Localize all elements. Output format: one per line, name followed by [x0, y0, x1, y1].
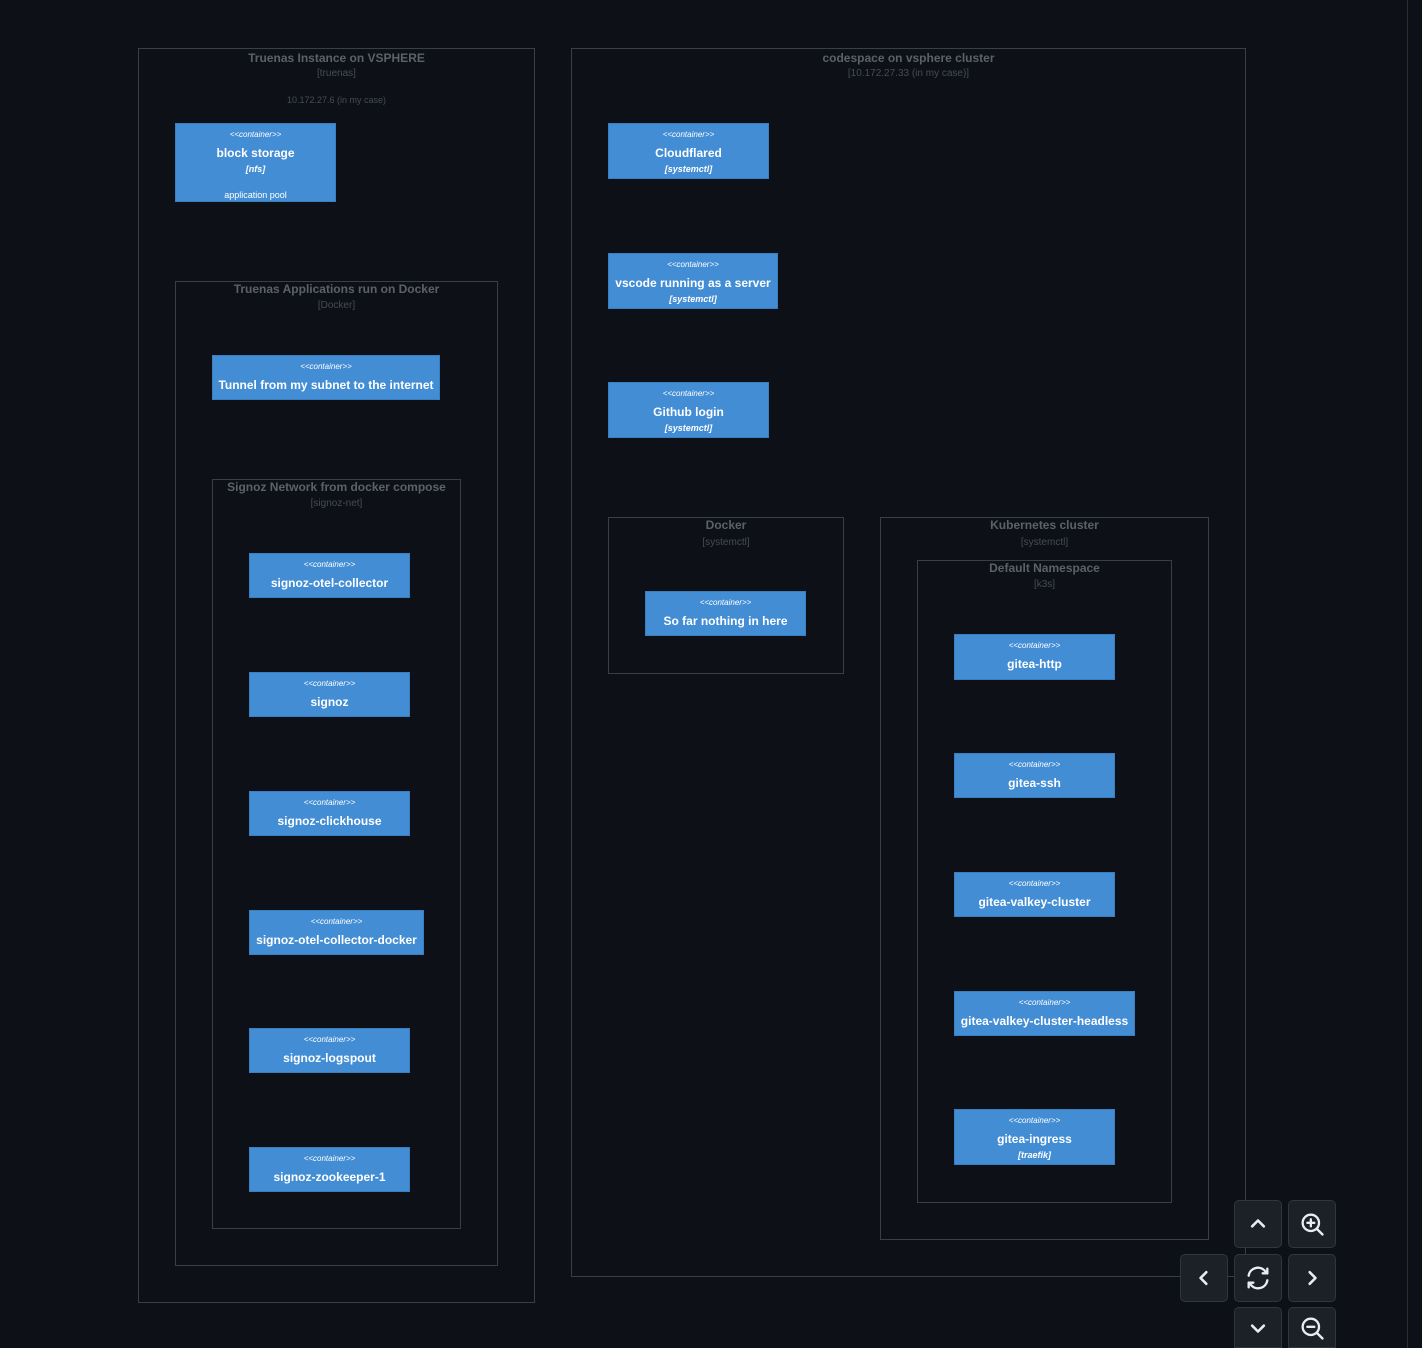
container-technology: [systemctl]: [664, 164, 713, 174]
container-name: Tunnel from my subnet to the internet: [218, 378, 434, 392]
stereotype-label: <<container>>: [303, 1035, 356, 1044]
boundary-technology: [truenas]: [317, 68, 356, 79]
boundary-description: 10.172.27.6 (in my case): [286, 95, 387, 105]
pan-left-button[interactable]: [1180, 1254, 1228, 1302]
container-name: gitea-ssh: [1008, 776, 1061, 790]
stereotype-label: <<container>>: [229, 130, 282, 139]
container-signoz-otel-collector-docker[interactable]: <<container>> signoz-otel-collector-dock…: [249, 910, 424, 955]
chevron-up-icon: [1250, 1219, 1266, 1228]
pan-right-button[interactable]: [1288, 1254, 1336, 1302]
stereotype-label: <<container>>: [303, 798, 356, 807]
stereotype-label: <<container>>: [1008, 879, 1061, 888]
boundary-technology: [systemctl]: [702, 537, 750, 548]
stereotype-label: <<container>>: [300, 362, 352, 371]
stereotype-label: <<container>>: [310, 917, 363, 926]
boundary-title: Docker: [705, 518, 747, 532]
boundary-title: Truenas Instance on VSPHERE: [248, 51, 425, 65]
boundary-technology: [signoz-net]: [310, 498, 363, 509]
stereotype-label: <<container>>: [1008, 760, 1061, 769]
stereotype-label: <<container>>: [1018, 998, 1071, 1007]
container-signoz[interactable]: <<container>> signoz: [249, 672, 410, 717]
boundary-title: codespace on vsphere cluster: [822, 51, 995, 65]
boundary-technology: [10.172.27.33 (in my case)]: [847, 68, 970, 79]
container-technology: [systemctl]: [664, 423, 713, 433]
container-gitea-http[interactable]: <<container>> gitea-http: [954, 634, 1115, 680]
boundary-truenas-apps: Truenas Applications run on Docker [Dock…: [175, 281, 498, 1266]
zoom-in-button[interactable]: [1288, 1200, 1336, 1248]
zoom-out-icon: [1301, 1317, 1324, 1340]
stereotype-label: <<container>>: [1008, 1116, 1061, 1125]
container-name: gitea-http: [1007, 657, 1062, 671]
container-name: So far nothing in here: [663, 614, 788, 628]
boundary-kubernetes: Kubernetes cluster [systemctl]: [880, 517, 1209, 1240]
container-name: block storage: [216, 146, 295, 160]
pan-down-button[interactable]: [1234, 1307, 1282, 1348]
container-technology: [nfs]: [245, 164, 266, 174]
container-signoz-otel-collector[interactable]: <<container>> signoz-otel-collector: [249, 553, 410, 598]
container-github-login[interactable]: <<container>> Github login [systemctl]: [608, 382, 769, 438]
boundary-technology: [k3s]: [1033, 579, 1056, 590]
stereotype-label: <<container>>: [662, 130, 715, 139]
container-vscode[interactable]: <<container>> vscode running as a server…: [608, 253, 778, 309]
boundary-signoz-net: Signoz Network from docker compose [sign…: [212, 479, 461, 1229]
container-nothing[interactable]: <<container>> So far nothing in here: [645, 591, 806, 636]
container-cloudflared[interactable]: <<container>> Cloudflared [systemctl]: [608, 123, 769, 179]
container-name: signoz-logspout: [283, 1051, 376, 1065]
container-gitea-ssh[interactable]: <<container>> gitea-ssh: [954, 753, 1115, 798]
pan-up-button[interactable]: [1234, 1200, 1282, 1248]
container-signoz-logspout[interactable]: <<container>> signoz-logspout: [249, 1028, 410, 1073]
chevron-down-icon: [1250, 1323, 1266, 1333]
container-tunnel[interactable]: <<container>> Tunnel from my subnet to t…: [212, 355, 440, 400]
stereotype-label: <<container>>: [303, 679, 356, 688]
container-name: gitea-ingress: [997, 1132, 1072, 1146]
container-name: signoz: [310, 695, 349, 709]
boundary-docker: Docker [systemctl]: [608, 517, 844, 674]
boundary-technology: [Docker]: [317, 300, 356, 311]
container-name: vscode running as a server: [615, 276, 771, 290]
zoom-in-icon: [1301, 1213, 1324, 1236]
container-name: Cloudflared: [655, 146, 722, 160]
container-name: Github login: [653, 405, 724, 419]
refresh-icon: [1247, 1266, 1269, 1290]
container-gitea-valkey-cluster[interactable]: <<container>> gitea-valkey-cluster: [954, 872, 1115, 917]
container-name: signoz-otel-collector: [270, 576, 389, 590]
stereotype-label: <<container>>: [1008, 641, 1061, 650]
container-technology: [systemctl]: [669, 294, 717, 304]
stereotype-label: <<container>>: [303, 1154, 356, 1163]
reset-view-button[interactable]: [1234, 1254, 1282, 1302]
boundary-title: Default Namespace: [989, 561, 1100, 575]
stereotype-label: <<container>>: [303, 560, 356, 569]
container-gitea-valkey-headless[interactable]: <<container>> gitea-valkey-cluster-headl…: [954, 991, 1135, 1036]
zoom-out-button[interactable]: [1288, 1307, 1336, 1348]
container-name: signoz-otel-collector-docker: [256, 933, 417, 947]
stereotype-label: <<container>>: [662, 389, 715, 398]
container-technology: [traefik]: [1017, 1150, 1051, 1160]
chevron-left-icon: [1199, 1270, 1208, 1286]
boundary-title: Signoz Network from docker compose: [227, 480, 446, 494]
boundary-title: Kubernetes cluster: [990, 518, 1099, 532]
container-name: signoz-clickhouse: [277, 814, 382, 828]
boundary-default-namespace: Default Namespace [k3s]: [917, 560, 1172, 1203]
container-name: gitea-valkey-cluster: [978, 895, 1091, 909]
container-block-storage[interactable]: <<container>> block storage [nfs] applic…: [175, 123, 336, 202]
canvas-edge: [1407, 0, 1408, 1348]
boundary-technology: [systemctl]: [1020, 537, 1069, 548]
boundary-title: Truenas Applications run on Docker: [233, 282, 440, 296]
container-name: gitea-valkey-cluster-headless: [960, 1014, 1129, 1028]
container-gitea-ingress[interactable]: <<container>> gitea-ingress [traefik]: [954, 1109, 1115, 1165]
container-description: application pool: [224, 190, 287, 200]
container-name: signoz-zookeeper-1: [273, 1170, 386, 1184]
stereotype-label: <<container>>: [699, 598, 752, 607]
stereotype-label: <<container>>: [667, 260, 719, 269]
container-signoz-clickhouse[interactable]: <<container>> signoz-clickhouse: [249, 791, 410, 836]
boundary-truenas: Truenas Instance on VSPHERE [truenas] 10…: [138, 48, 535, 1303]
container-signoz-zookeeper[interactable]: <<container>> signoz-zookeeper-1: [249, 1147, 410, 1192]
chevron-right-icon: [1308, 1270, 1317, 1286]
boundary-codespace: codespace on vsphere cluster [10.172.27.…: [571, 48, 1246, 1277]
